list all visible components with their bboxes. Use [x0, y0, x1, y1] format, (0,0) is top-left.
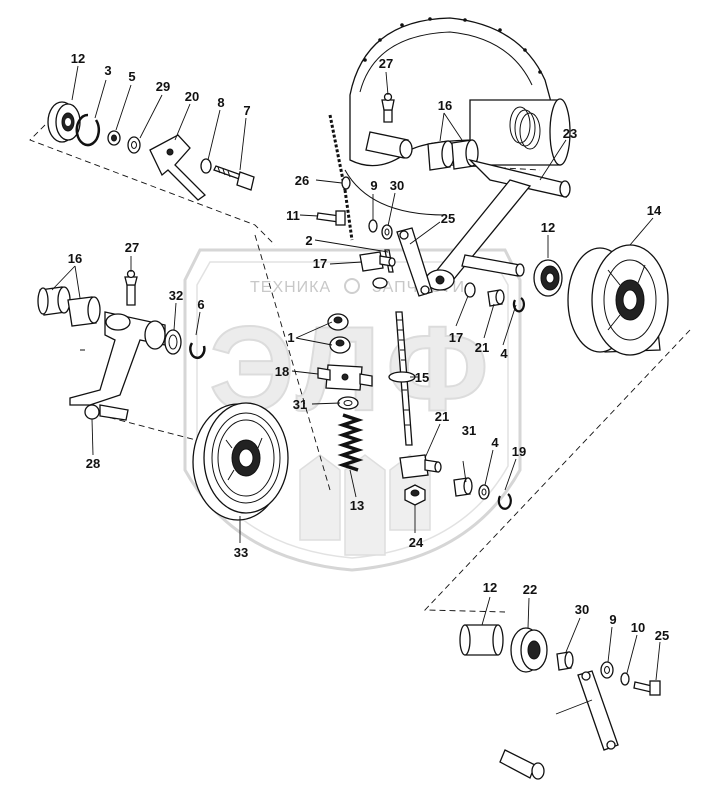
callout-31-c: 4	[491, 435, 499, 450]
trunnion-17-lower	[399, 454, 442, 479]
callout-2: 2	[305, 233, 312, 248]
callout-32: 32	[169, 288, 183, 303]
callout-33: 24	[409, 535, 424, 550]
callout-1: 1	[287, 330, 294, 345]
callout-16-b: 16	[68, 251, 82, 266]
callout-8: 8	[217, 95, 224, 110]
callout-4-b: 19	[512, 444, 526, 459]
callout-12-c: 22	[523, 582, 537, 597]
bushing-24	[459, 624, 504, 656]
bushing-21-right	[487, 289, 505, 307]
callout-15: 15	[415, 370, 429, 385]
bearing-12-right	[533, 259, 563, 297]
nuts-1	[327, 313, 351, 354]
watermark-gear-icon	[344, 278, 360, 294]
callout-30-b: 9	[609, 612, 616, 627]
callout-12-a: 12	[71, 51, 85, 66]
circlip-3	[75, 113, 100, 147]
callout-25-a: 25	[441, 211, 455, 226]
circlip-4-lower	[497, 493, 512, 510]
callout-6: 6	[197, 297, 204, 312]
grease-nipple-27-left	[124, 269, 138, 306]
callout-23: 23	[563, 126, 577, 141]
washer-30-top	[381, 224, 393, 240]
hook-plate-20	[149, 134, 207, 201]
pulley-13	[192, 402, 289, 521]
bolt-10	[633, 680, 661, 696]
housing-cover	[344, 17, 571, 216]
chain-26	[328, 114, 354, 241]
pulley-14	[567, 244, 669, 356]
callout-28: 13	[350, 498, 364, 513]
callout-31-b: 17	[449, 330, 463, 345]
callout-3: 3	[104, 63, 111, 78]
bolt-11	[316, 210, 346, 226]
bushing-22	[556, 651, 574, 671]
callout-18: 18	[275, 364, 289, 379]
trunnion-18	[317, 364, 373, 391]
bearing-12-bottom	[510, 627, 548, 673]
arm-23	[423, 158, 571, 291]
callout-17-a: 17	[313, 256, 327, 271]
lever-arm-19	[69, 311, 166, 421]
washer-30-bottom	[600, 661, 614, 679]
callout-13: 33	[234, 545, 248, 560]
bushings-16-left	[37, 286, 101, 327]
callout-24: 12	[483, 580, 497, 595]
callout-26: 26	[295, 173, 309, 188]
callout-19: 28	[86, 456, 100, 471]
callout-27-b: 27	[125, 240, 139, 255]
circlip-6	[189, 342, 206, 360]
spring-28	[337, 413, 364, 472]
leader-lines	[51, 65, 661, 715]
nut-33	[404, 484, 426, 506]
washer-31-right	[464, 282, 476, 298]
callout-29: 29	[156, 79, 170, 94]
callout-9-b: 10	[631, 620, 645, 635]
callout-11: 11	[286, 208, 300, 223]
callout-21-b: 31	[462, 423, 476, 438]
washer-31-lower	[478, 484, 490, 500]
callout-numbers: 12 3 5 29 20 8 7 27 16 23 26 9 30 11 25 …	[68, 51, 669, 643]
washer-32	[164, 329, 182, 355]
callout-22: 30	[575, 602, 589, 617]
callout-7: 7	[243, 103, 250, 118]
callout-30-a: 30	[390, 178, 404, 193]
bolt-7	[213, 165, 255, 191]
watermark-text-left: ТЕХНИКА	[250, 279, 331, 296]
link-plate-25-bottom	[577, 670, 619, 751]
callout-14: 14	[647, 203, 662, 218]
bushings-16-top	[427, 139, 479, 171]
washer-31-centre	[337, 396, 359, 410]
callout-5: 5	[128, 69, 135, 84]
bushing-21-lower	[453, 477, 473, 497]
trunnion-17-top	[359, 251, 396, 272]
callout-27-a: 27	[379, 56, 393, 71]
nut-small-top	[372, 277, 388, 289]
washer-5	[107, 130, 121, 146]
washer-9-top	[368, 219, 378, 233]
callout-17-b: 21	[435, 409, 449, 424]
washer-9-bottom	[620, 672, 630, 686]
bearing-12-top-left	[47, 101, 81, 143]
callout-9-a: 9	[370, 178, 377, 193]
callout-31-a: 31	[293, 397, 307, 412]
grease-nipple-27-top	[381, 92, 395, 123]
washer-29	[127, 136, 141, 154]
callout-10: 25	[655, 628, 669, 643]
tube-shaft-upper	[365, 131, 413, 159]
circlip-4-right	[512, 297, 525, 313]
washer-8	[200, 158, 212, 174]
link-plate-25-top	[396, 227, 433, 297]
callout-4-a: 4	[500, 346, 508, 361]
callout-12-b: 12	[541, 220, 555, 235]
arm-end-bottom	[499, 749, 545, 780]
callout-20: 20	[185, 89, 199, 104]
callout-16-a: 16	[438, 98, 452, 113]
callout-21-a: 21	[475, 340, 489, 355]
